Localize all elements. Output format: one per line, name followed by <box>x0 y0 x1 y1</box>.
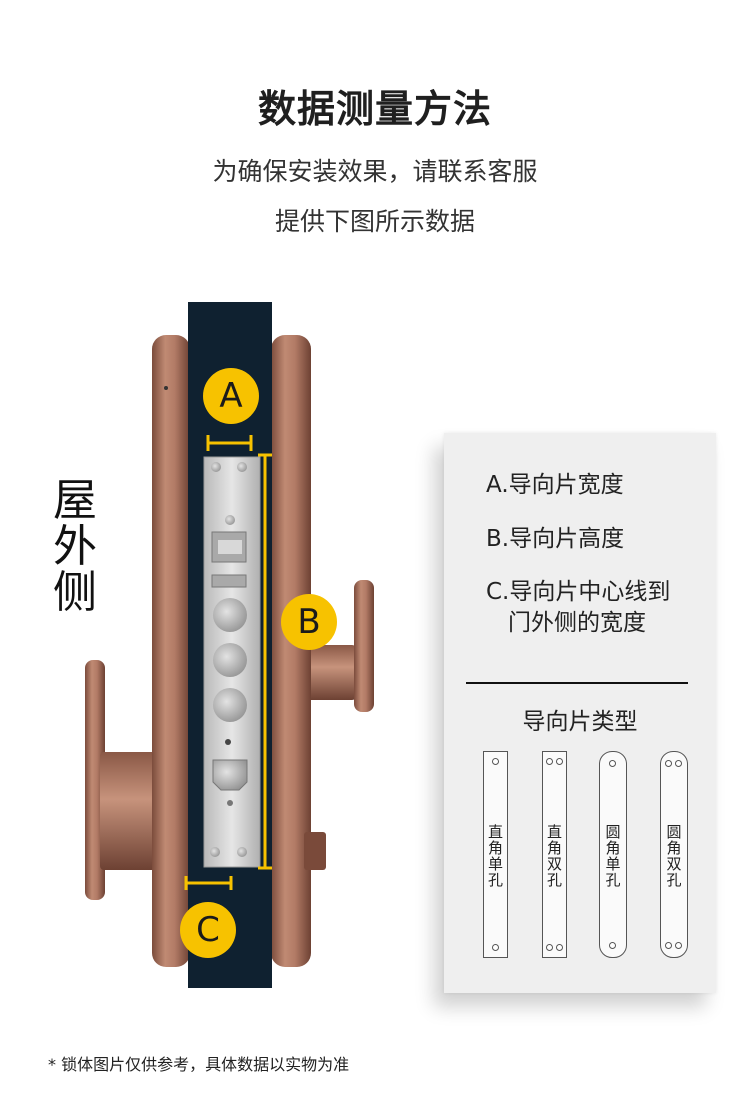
item-c-text-cont: 门外侧的宽度 <box>508 610 646 636</box>
outdoor-panel <box>152 335 190 967</box>
indoor-handle <box>304 580 374 712</box>
subtitle-line-1: 为确保安装效果，请联系客服 <box>212 157 538 186</box>
plate-label: 圆角单孔 <box>603 824 622 888</box>
page-title: 数据测量方法 <box>257 87 492 131</box>
plate-label: 直角双孔 <box>545 824 563 888</box>
plate-types-title: 导向片类型 <box>522 709 638 735</box>
plate-square-single-hole: 直角单孔 <box>483 751 508 958</box>
outdoor-side-label: 屋外侧 <box>53 475 97 618</box>
disclaimer-footnote: * 锁体图片仅供参考，具体数据以实物为准 <box>48 1055 350 1074</box>
plate-round-single-hole: 圆角单孔 <box>599 751 627 958</box>
measure-a-line <box>206 435 253 451</box>
item-a-text: A.导向片宽度 <box>486 472 624 498</box>
card-divider <box>466 682 688 684</box>
plate-round-double-hole: 圆角双孔 <box>660 751 688 958</box>
badge-b: B <box>281 594 337 650</box>
plate-label: 圆角双孔 <box>664 824 683 888</box>
measure-c-line <box>184 876 233 890</box>
indoor-panel <box>271 335 311 967</box>
item-b-text: B.导向片高度 <box>486 526 625 552</box>
badge-a: A <box>203 368 259 424</box>
outdoor-handle <box>85 660 158 900</box>
lock-faceplate <box>203 456 261 868</box>
measure-b-line <box>258 453 272 870</box>
subtitle-line-2: 提供下图所示数据 <box>274 207 475 236</box>
plate-square-double-hole: 直角双孔 <box>542 751 567 958</box>
measurement-info-card: A.导向片宽度 B.导向片高度 C.导向片中心线到 门外侧的宽度 导向片类型 直… <box>444 433 716 993</box>
plate-label: 直角单孔 <box>486 824 504 888</box>
item-c-text: C.导向片中心线到 <box>486 579 671 605</box>
badge-c: C <box>180 902 236 958</box>
